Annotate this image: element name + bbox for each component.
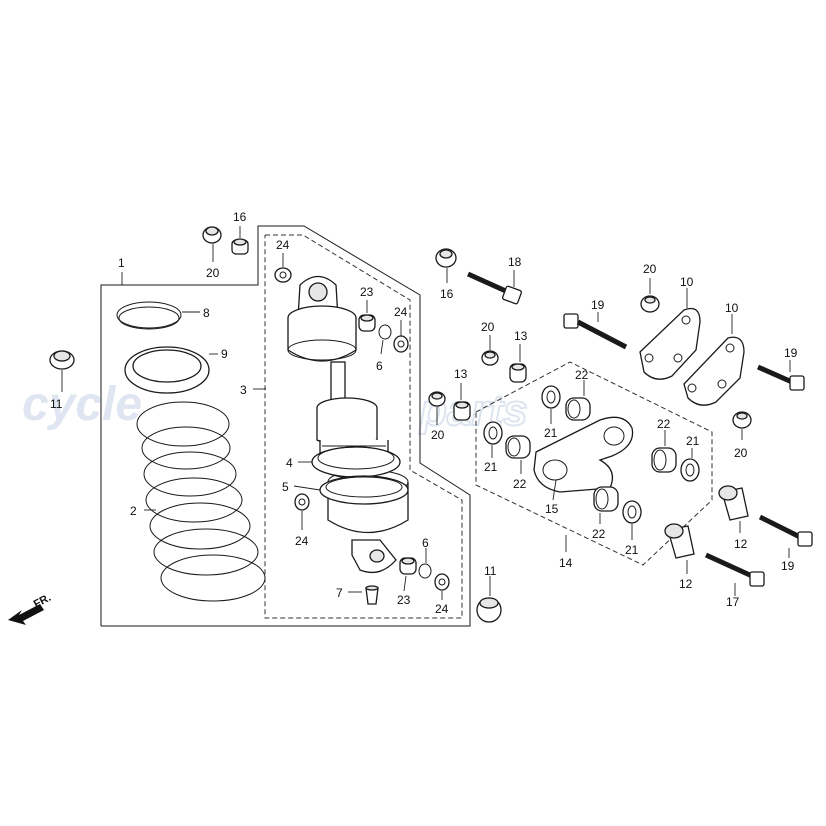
callout-21-a: 21 — [544, 426, 558, 440]
callout-23-b: 23 — [397, 593, 411, 607]
part-13-bushing-mid[interactable] — [453, 383, 471, 421]
callout-11-left: 11 — [50, 397, 63, 411]
part-21-seal-b[interactable] — [483, 421, 503, 458]
callout-2: 2 — [130, 504, 137, 518]
damper-subassembly-outline — [264, 234, 463, 619]
callout-20-a: 20 — [206, 266, 220, 280]
callout-6-a: 6 — [376, 359, 383, 373]
callout-24-b: 24 — [295, 534, 309, 548]
watermark-left: cycle — [22, 378, 142, 431]
callout-10-b: 10 — [725, 301, 739, 315]
front-direction-arrow: FR. — [8, 592, 53, 625]
callout-24-a: 24 — [276, 238, 290, 252]
part-21-seal-a[interactable] — [541, 385, 561, 424]
callout-11-bottom: 11 — [484, 564, 497, 578]
part-12-collar-b[interactable] — [664, 523, 695, 574]
part-4-adjuster-nut[interactable] — [298, 446, 401, 478]
part-16-top-bushing[interactable] — [231, 226, 249, 255]
part-21-seal-d[interactable] — [622, 500, 642, 540]
part-2-coil-spring[interactable] — [136, 401, 266, 602]
callout-22-a: 22 — [575, 368, 589, 382]
callout-21-b: 21 — [484, 460, 498, 474]
callout-16-a: 16 — [233, 210, 247, 224]
callout-23-a: 23 — [360, 285, 374, 299]
shock-assembly-outline — [100, 225, 471, 627]
callout-7: 7 — [336, 586, 343, 600]
callout-19-a: 19 — [591, 298, 605, 312]
callout-8: 8 — [203, 306, 210, 320]
part-6-oring-upper[interactable] — [378, 324, 392, 355]
part-20-link-nut-upper[interactable] — [481, 335, 499, 366]
part-13-bushing-upper[interactable] — [509, 344, 527, 383]
callout-19-c: 19 — [781, 559, 795, 573]
part-24-collar-mid[interactable] — [294, 493, 310, 530]
part-19-bolt-a[interactable] — [563, 312, 628, 350]
direction-label: FR. — [32, 592, 53, 611]
part-16-link-nut[interactable] — [435, 248, 457, 283]
part-21-seal-c[interactable] — [680, 448, 700, 482]
part-20-right-nut[interactable] — [732, 411, 752, 440]
callout-5: 5 — [282, 480, 289, 494]
link-assembly-outline — [475, 361, 713, 566]
callout-3: 3 — [240, 383, 247, 397]
callout-4: 4 — [286, 456, 293, 470]
callout-20-c: 20 — [431, 428, 445, 442]
part-22-bearing-d[interactable] — [593, 486, 619, 524]
part-22-bearing-c[interactable] — [651, 430, 677, 473]
part-15-shock-link[interactable] — [533, 416, 634, 501]
callout-9: 9 — [221, 347, 228, 361]
part-7-valve[interactable] — [348, 585, 379, 605]
callout-12-a: 12 — [734, 537, 748, 551]
callout-21-d: 21 — [625, 543, 639, 557]
callout-10-a: 10 — [680, 275, 694, 289]
callout-14: 14 — [559, 556, 573, 570]
callout-16-b: 16 — [440, 287, 454, 301]
callout-22-c: 22 — [657, 417, 671, 431]
part-9-spring-seat[interactable] — [124, 346, 218, 394]
part-11-left-nut[interactable] — [49, 350, 75, 392]
part-23-bushing-lower[interactable] — [399, 557, 417, 592]
part-6-oring-lower[interactable] — [418, 548, 432, 579]
part-19-bolt-b[interactable] — [756, 360, 805, 391]
callout-20-d: 20 — [643, 262, 657, 276]
part-20-top-nut[interactable] — [202, 226, 222, 262]
part-20-link-nut-mid[interactable] — [428, 391, 446, 425]
part-22-bearing-b[interactable] — [505, 435, 531, 474]
callout-20-b: 20 — [481, 320, 495, 334]
part-12-collar-a[interactable] — [718, 485, 749, 533]
callout-12-b: 12 — [679, 577, 693, 591]
callout-24-d: 24 — [435, 602, 449, 616]
callout-18: 18 — [508, 255, 522, 269]
part-10-plate-b[interactable] — [683, 314, 745, 406]
callout-21-c: 21 — [686, 434, 700, 448]
part-8-snap-ring[interactable] — [116, 301, 200, 330]
part-22-bearing-a[interactable] — [565, 380, 591, 421]
callout-13-b: 13 — [454, 367, 468, 381]
callout-19-b: 19 — [784, 346, 798, 360]
part-3-damper-unit[interactable] — [287, 275, 409, 574]
part-11-bottom-nut[interactable] — [476, 576, 502, 623]
part-17-bolt[interactable] — [704, 552, 765, 596]
callout-13-a: 13 — [514, 329, 528, 343]
callout-6-b: 6 — [422, 536, 429, 550]
part-23-bushing-upper[interactable] — [358, 300, 376, 332]
callout-22-b: 22 — [513, 477, 527, 491]
callout-24-c: 24 — [394, 305, 408, 319]
callout-22-d: 22 — [592, 527, 606, 541]
part-24-collar-upper[interactable] — [393, 320, 409, 353]
callout-17: 17 — [726, 595, 740, 609]
part-24-collar-lower[interactable] — [434, 573, 450, 600]
part-18-bolt[interactable] — [466, 270, 522, 305]
part-19-bolt-c[interactable] — [758, 514, 813, 558]
callout-15: 15 — [545, 502, 559, 516]
part-10-plate-a[interactable] — [639, 288, 701, 380]
callout-1: 1 — [118, 256, 125, 270]
part-24-collar-top[interactable] — [274, 253, 292, 283]
callout-20-e: 20 — [734, 446, 748, 460]
part-20-plate-nut[interactable] — [640, 278, 660, 313]
part-5-lock-nut[interactable] — [293, 475, 409, 505]
